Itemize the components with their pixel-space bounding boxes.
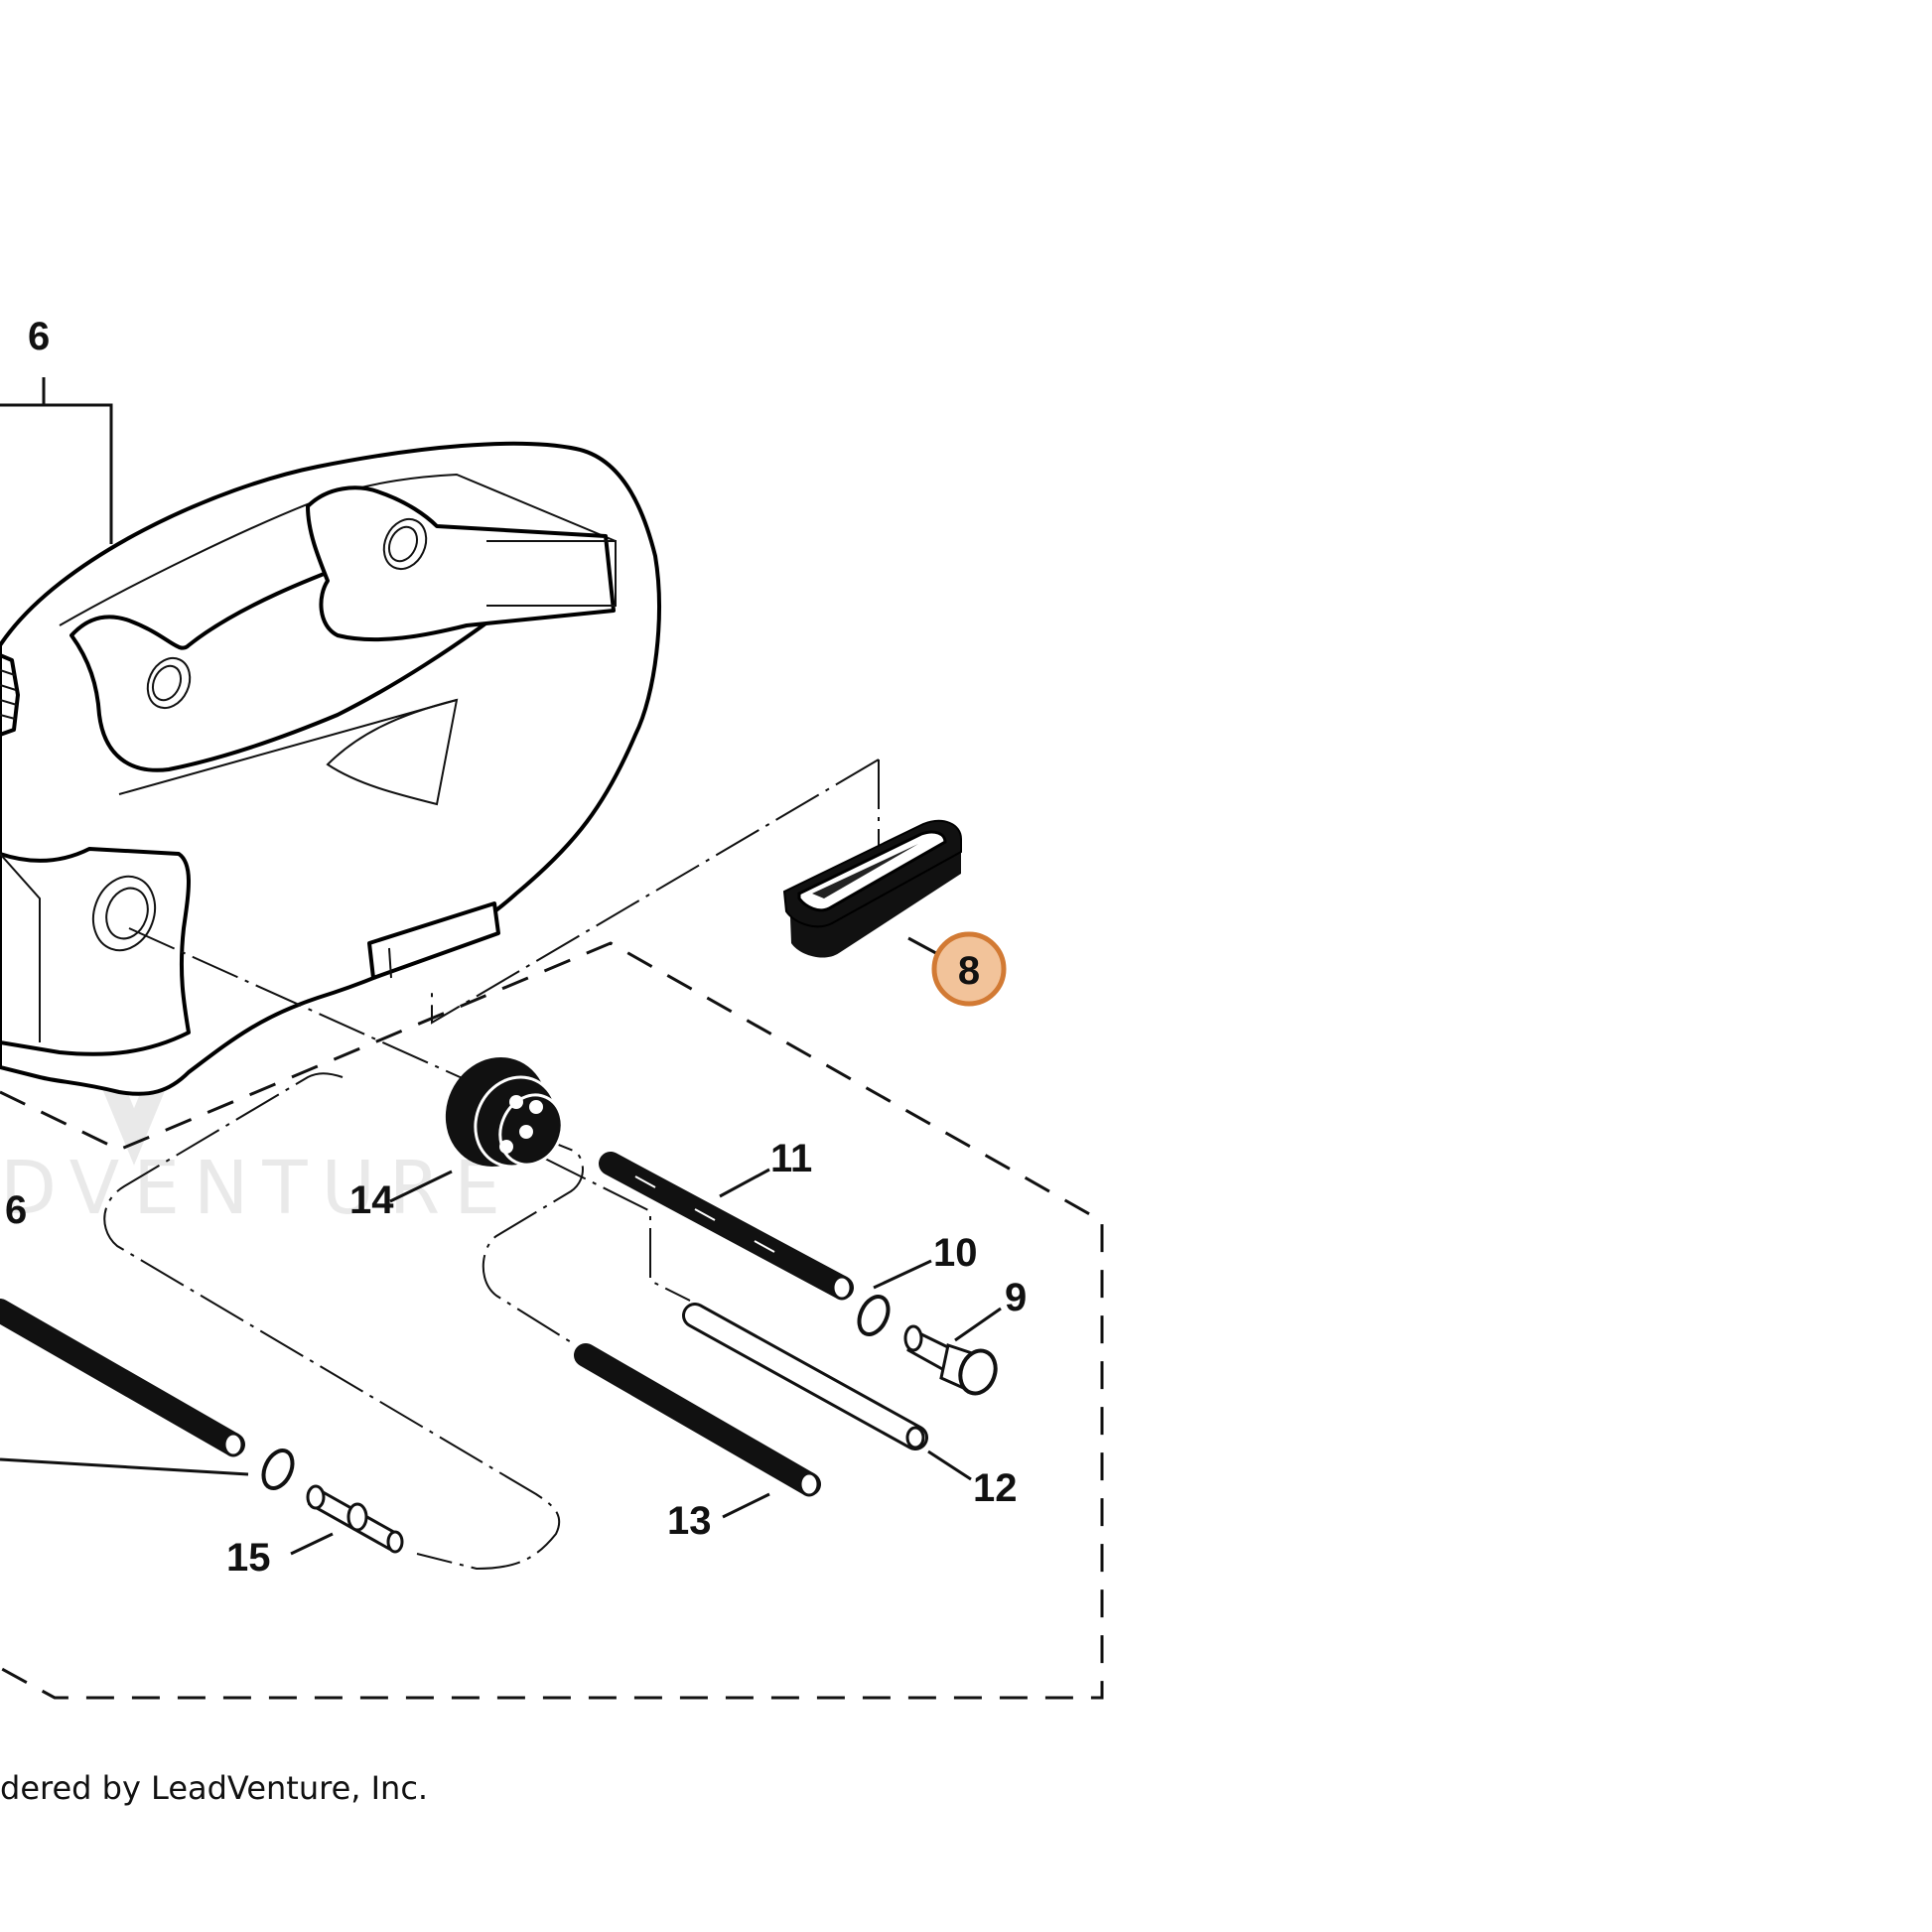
part-9-fitting bbox=[903, 1324, 998, 1396]
left-hose bbox=[0, 1299, 245, 1457]
part-13-hose bbox=[574, 1343, 821, 1497]
watermark-text: DVENTURE bbox=[0, 1146, 514, 1231]
callout-14[interactable]: 14 bbox=[349, 1178, 394, 1222]
callout-11[interactable]: 11 bbox=[770, 1137, 812, 1180]
callout-15[interactable]: 15 bbox=[226, 1536, 271, 1580]
callout-13[interactable]: 13 bbox=[667, 1499, 712, 1543]
housing-body bbox=[0, 441, 661, 1096]
leader-6-top bbox=[0, 377, 113, 544]
phantom-lines bbox=[103, 759, 880, 1571]
callout-8[interactable]: 8 bbox=[958, 949, 980, 993]
part-12-tube bbox=[682, 1303, 928, 1450]
part-10-oring bbox=[857, 1295, 891, 1336]
kit-boundary bbox=[0, 941, 1104, 1700]
callout-12[interactable]: 12 bbox=[973, 1466, 1018, 1510]
part-8-seal bbox=[782, 819, 962, 958]
callout-10[interactable]: 10 bbox=[933, 1231, 978, 1275]
callout-8-highlight[interactable]: 8 bbox=[931, 931, 1007, 1007]
callout-6-left[interactable]: 6 bbox=[5, 1188, 27, 1232]
part-11-hose bbox=[599, 1152, 854, 1301]
callout-8-circle[interactable] bbox=[931, 931, 1007, 1007]
credit-text: dered by LeadVenture, Inc. bbox=[0, 1769, 428, 1807]
callouts: 6 6 8 9 10 11 12 13 14 15 bbox=[5, 315, 1027, 1580]
part-14-grommet bbox=[445, 1057, 564, 1169]
oring-lower-left bbox=[261, 1449, 295, 1490]
part-15-fitting bbox=[306, 1484, 404, 1554]
callout-9[interactable]: 9 bbox=[1005, 1276, 1027, 1319]
callout-6-top[interactable]: 6 bbox=[28, 315, 50, 358]
